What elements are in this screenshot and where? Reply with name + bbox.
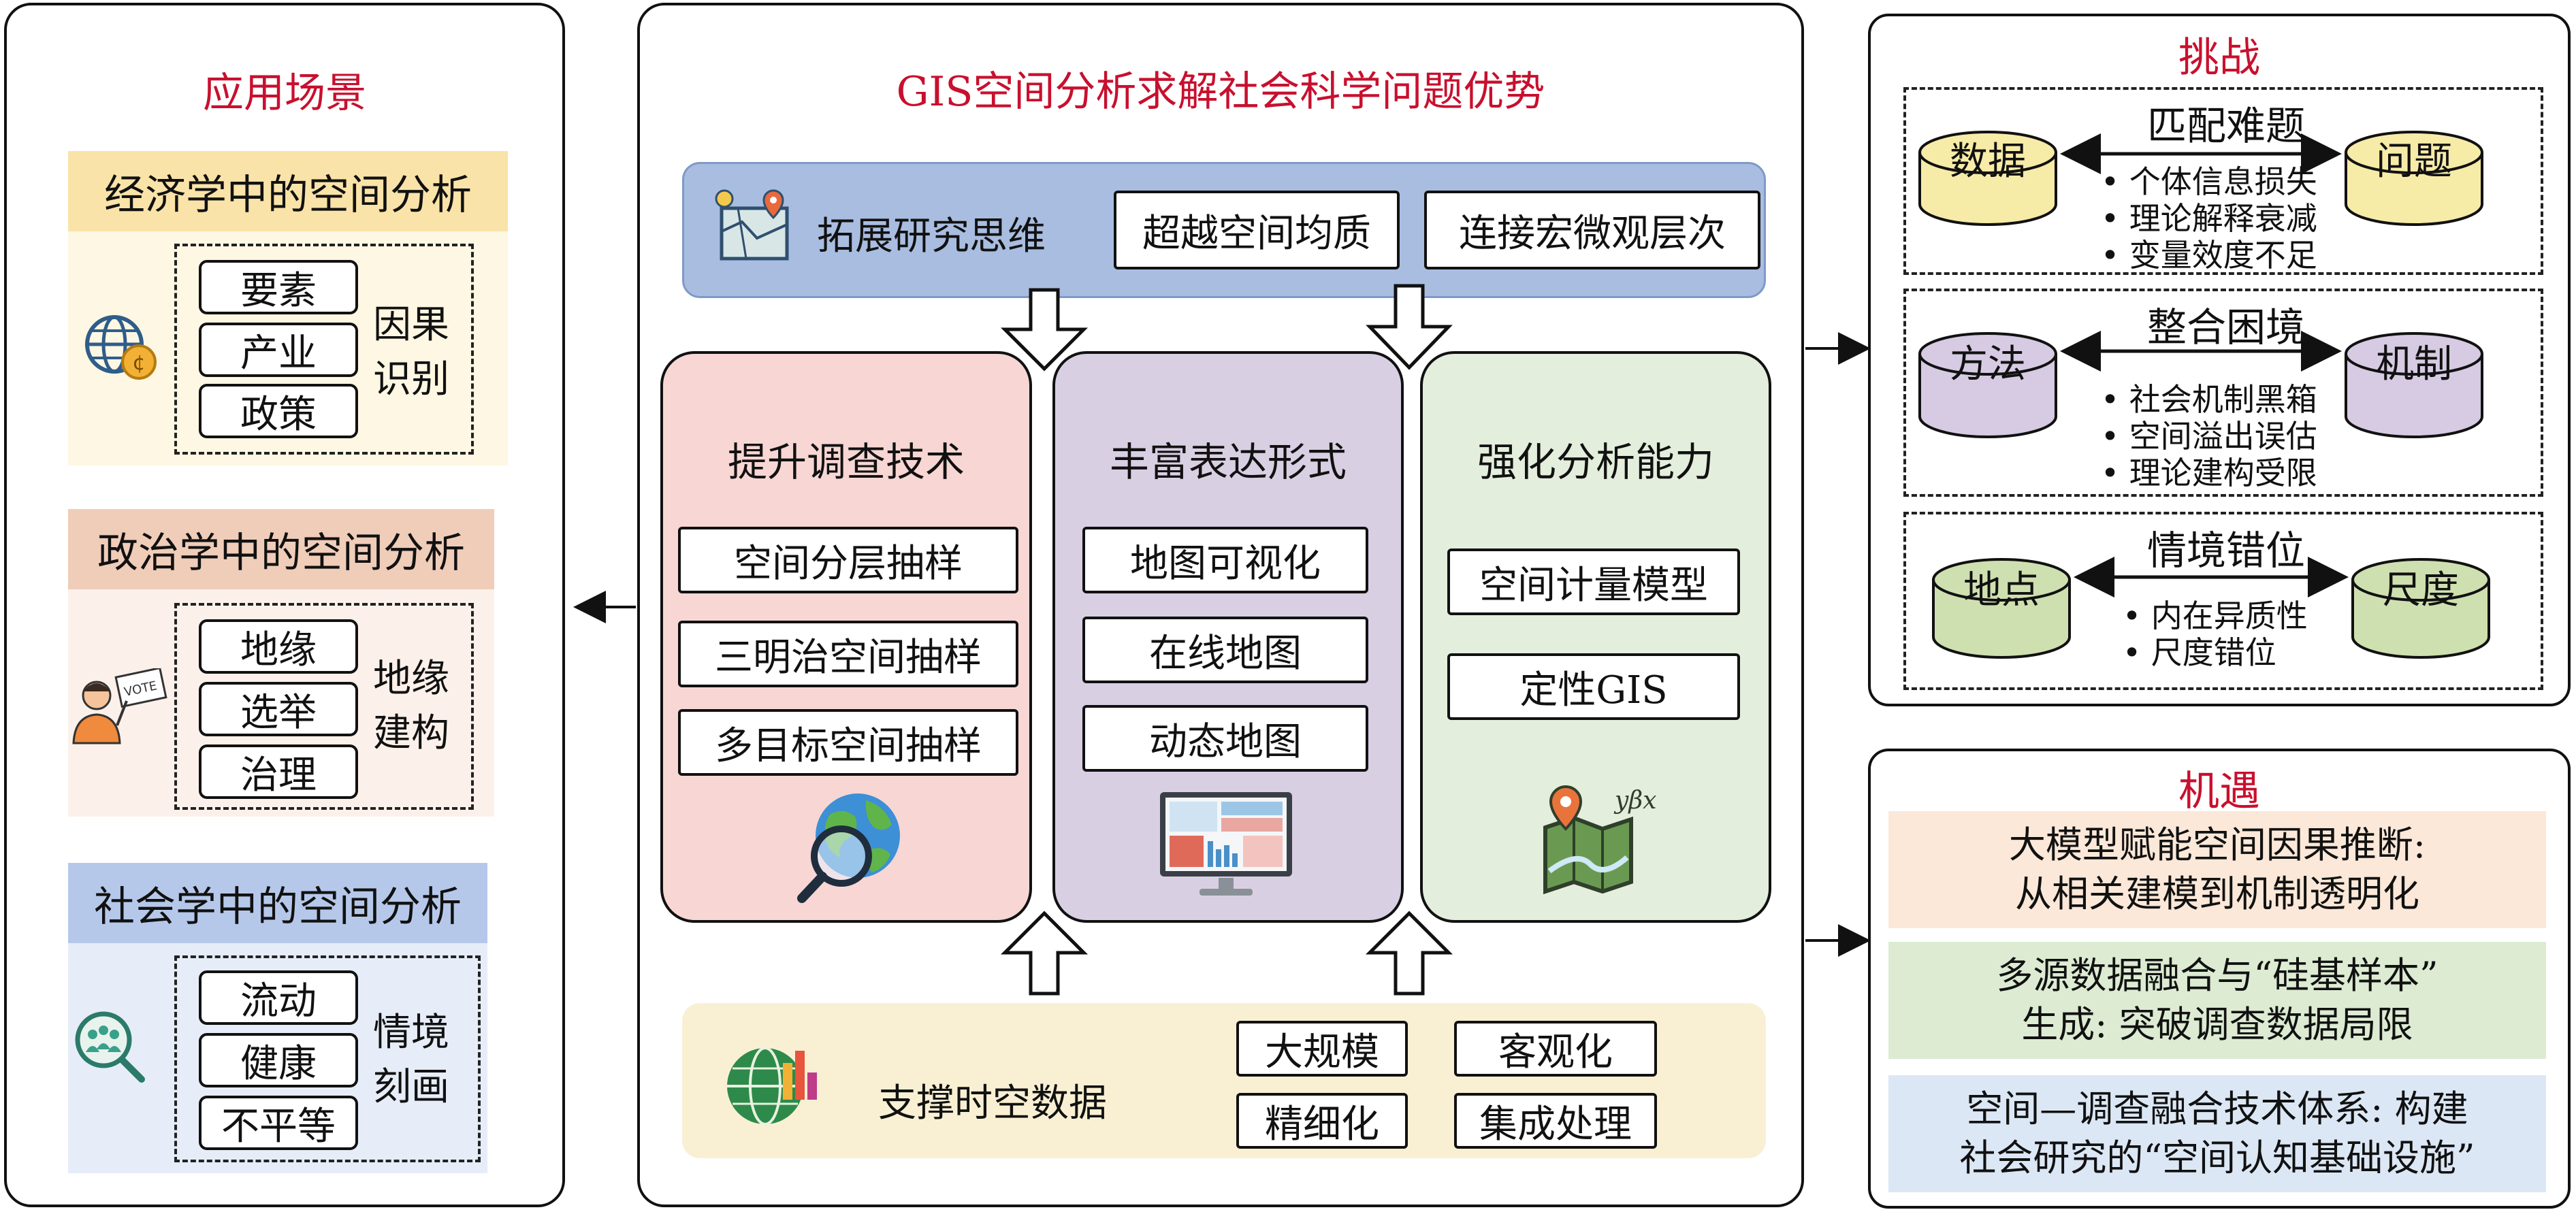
sociology-item: 流动 [199,970,358,1025]
matching-dashed-box [1903,87,2543,275]
expression-item: 地图可视化 [1082,527,1368,593]
map-pin-idea-icon [715,189,789,261]
up-arrow [1365,911,1453,996]
economics-dashed-box [174,244,474,455]
opportunity-line: 从相关建模到机制透明化 [2015,872,2419,915]
context-bullets: • 内在异质性 • 尺度错位 [2123,597,2308,671]
analysis-item: 定性GIS [1447,653,1740,720]
down-arrow [1000,288,1089,372]
bullet-item: • 社会机制黑箱 [2101,381,2317,418]
opportunity-line: 社会研究的“空间认知基础设施” [1959,1136,2475,1179]
problem-cylinder-label: 问题 [2376,140,2452,184]
up-arrow [1000,911,1089,996]
voter-icon: VOTE [72,668,167,744]
opportunity-item: 多源数据融合与“硅基样本” 生成: 突破调查数据局限 [1888,942,2546,1059]
expression-title: 丰富表达形式 [1109,439,1347,485]
opportunity-item: 空间—调查融合技术体系: 构建 社会研究的“空间认知基础设施” [1888,1075,2546,1192]
dashboard-monitor-icon [1160,792,1292,896]
opportunity-line: 大模型赋能空间因果推断: [2008,823,2426,866]
scale-cylinder-label: 尺度 [2383,568,2459,612]
thinking-box: 超越空间均质 [1114,191,1400,269]
sociology-heading: 社会学中的空间分析 [68,863,487,943]
sociology-item: 健康 [199,1033,358,1087]
politics-side-label: 地缘 建构 [370,652,452,761]
opportunity-line: 空间—调查融合技术体系: 构建 [1966,1087,2468,1130]
globe-coin-icon: ¢ [85,315,157,380]
svg-text:¢: ¢ [132,351,145,375]
data-feature-box: 集成处理 [1454,1093,1657,1149]
side-label-line: 刻画 [373,1065,449,1109]
data-feature-box: 大规模 [1236,1021,1408,1077]
data-feature-box: 客观化 [1454,1021,1657,1077]
research-thinking-label: 拓展研究思维 [817,214,1046,259]
data-feature-box: 精细化 [1236,1093,1408,1149]
side-label-line: 建构 [373,711,449,755]
politics-dashed-box [174,603,474,810]
opportunities-title: 机遇 [2178,768,2260,815]
economics-heading: 经济学中的空间分析 [68,151,508,231]
survey-tech-item: 空间分层抽样 [678,527,1018,593]
down-arrow [1366,284,1453,370]
problem-cylinder [2345,131,2483,226]
politics-item: 地缘 [199,619,358,674]
economics-item: 产业 [199,323,358,377]
method-cylinder [1918,332,2057,438]
bullet-item: • 变量效度不足 [2101,237,2317,274]
advantages-title: GIS空间分析求解社会科学问题优势 [896,68,1545,116]
challenges-title: 挑战 [2178,34,2260,82]
side-label-line: 地缘 [373,657,449,701]
map-formula-icon: yβx [1543,785,1656,895]
expression-item: 在线地图 [1082,617,1368,683]
data-cylinder-label: 数据 [1950,140,2026,184]
globe-magnifier-icon [797,793,900,903]
economics-item: 要素 [199,260,358,314]
politics-heading: 政治学中的空间分析 [68,509,494,589]
bullet-item: • 尺度错位 [2123,634,2276,671]
mechanism-cylinder [2345,332,2483,438]
place-cylinder [1932,558,2071,659]
analysis-item: 空间计量模型 [1447,548,1740,615]
application-scenarios-title: 应用场景 [203,69,366,117]
politics-item: 选举 [199,682,358,736]
sociology-dashed-box [174,955,481,1162]
matching-bullets: • 个体信息损失 • 理论解释衰减 • 变量效度不足 [2101,163,2317,274]
survey-tech-item: 多目标空间抽样 [678,709,1018,776]
analysis-title: 强化分析能力 [1477,439,1714,485]
economics-side-label: 因果 识别 [370,298,452,407]
survey-tech-item: 三明治空间抽样 [678,621,1018,687]
sociology-item: 不平等 [199,1096,358,1150]
context-dashed-box [1903,512,2543,690]
expression-item: 动态地图 [1082,705,1368,772]
economics-item: 政策 [199,384,358,438]
sociology-side-label: 情境 刻画 [370,1006,452,1115]
bullet-item: • 理论建构受限 [2101,455,2317,491]
thinking-box: 连接宏微观层次 [1424,191,1760,269]
bullet-item: • 内在异质性 [2123,597,2308,634]
side-label-line: 情境 [373,1011,449,1055]
opportunity-line: 多源数据融合与“硅基样本” [1996,954,2438,997]
politics-item: 治理 [199,744,358,799]
opportunity-item: 大模型赋能空间因果推断: 从相关建模到机制透明化 [1888,811,2546,928]
people-magnifier-icon [75,1011,145,1083]
place-cylinder-label: 地点 [1963,568,2040,612]
scale-cylinder [2351,558,2490,659]
integration-dashed-box [1903,289,2543,497]
spatiotemporal-data-label: 支撑时空数据 [878,1081,1107,1126]
bullet-item: • 空间溢出误估 [2101,418,2317,455]
side-label-line: 因果 [373,303,449,347]
data-cylinder [1918,131,2057,226]
method-cylinder-label: 方法 [1950,342,2026,387]
bullet-item: • 理论解释衰减 [2101,200,2317,237]
integration-bullets: • 社会机制黑箱 • 空间溢出误估 • 理论建构受限 [2101,381,2317,491]
side-label-line: 识别 [373,357,449,402]
map-formula-text: yβx [1613,787,1656,815]
opportunity-line: 生成: 突破调查数据局限 [2021,1003,2413,1046]
mechanism-cylinder-label: 机制 [2376,342,2452,387]
globe-chart-icon [727,1047,817,1126]
survey-tech-title: 提升调查技术 [727,439,965,485]
